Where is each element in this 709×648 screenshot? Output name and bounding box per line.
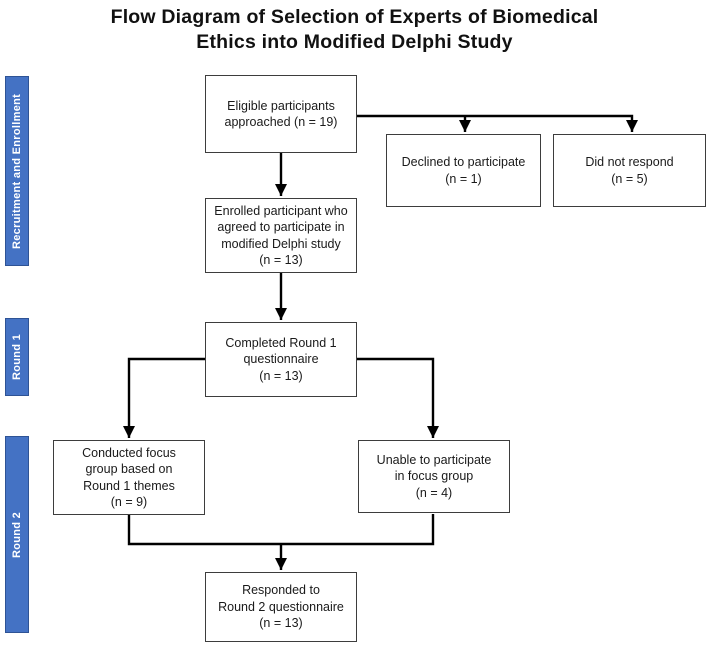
box-completed-round-1-questionnaire: Completed Round 1 questionnaire (n = 13) bbox=[205, 322, 357, 397]
box-conducted-focus-group: Conducted focus group based on Round 1 t… bbox=[53, 440, 205, 515]
box-responded-round-2-questionnaire: Responded to Round 2 questionnaire (n = … bbox=[205, 572, 357, 642]
box-eligible-participants: Eligible participants approached (n = 19… bbox=[205, 75, 357, 153]
box-did-not-respond: Did not respond (n = 5) bbox=[553, 134, 706, 207]
connector-completed-r1-to-focus-group bbox=[123, 357, 205, 438]
phase-bar-round-1: Round 1 bbox=[5, 318, 29, 396]
box-declined-to-participate: Declined to participate (n = 1) bbox=[386, 134, 541, 207]
phase-bar-recruitment-and-enrollment: Recruitment and Enrollment bbox=[5, 76, 29, 266]
phase-bar-round-2: Round 2 bbox=[5, 436, 29, 633]
box-enrolled-participant: Enrolled participant who agreed to parti… bbox=[205, 198, 357, 273]
box-unable-to-participate-focus-group: Unable to participate in focus group (n … bbox=[358, 440, 510, 513]
connector-eligible-to-did-not-respond bbox=[357, 114, 638, 132]
diagram-title: Flow Diagram of Selection of Experts of … bbox=[110, 6, 599, 53]
connector-merge-round2 bbox=[127, 514, 435, 546]
connector-completed-r1-to-unable bbox=[357, 357, 439, 438]
